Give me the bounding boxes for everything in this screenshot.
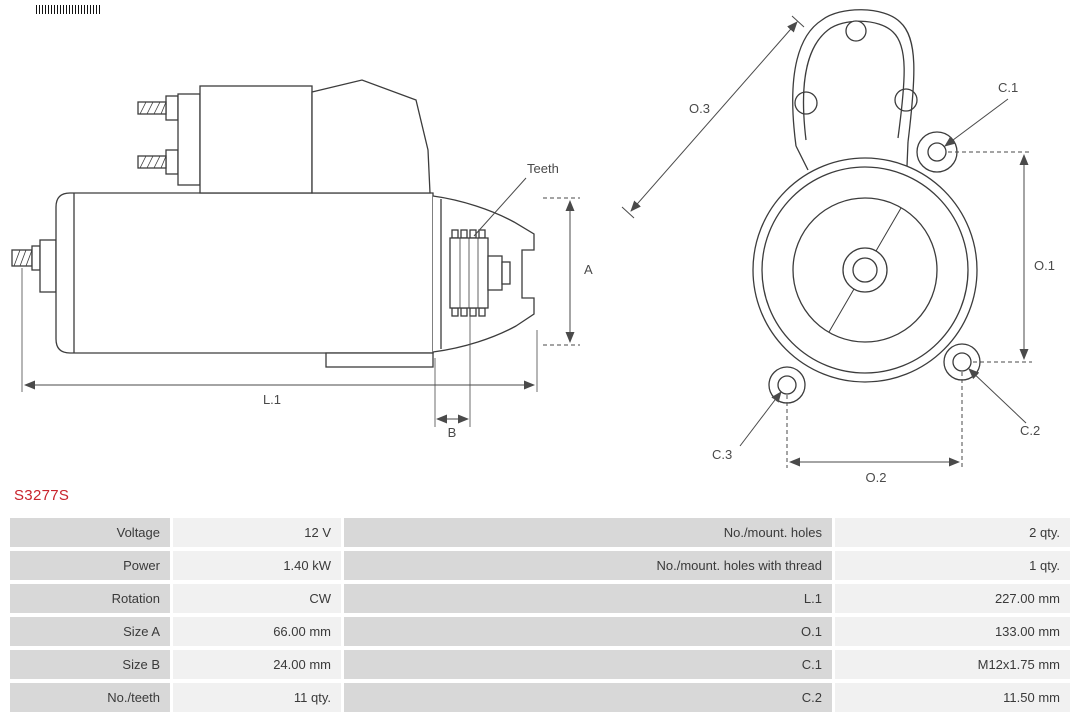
dim-label-teeth: Teeth [527,161,559,176]
front-view-annotations [621,15,1032,468]
spec-label-l1: L.1 [344,584,832,613]
side-view-drawing [11,79,535,368]
spec-label-size-a: Size A [10,617,170,646]
side-terminal-stud [11,239,57,293]
side-view-annotations [21,177,580,427]
dim-label-l1: L.1 [263,392,281,407]
spec-value-size-a: 66.00 mm [173,617,341,646]
dim-label-a: A [584,262,593,277]
dim-label-o2: O.2 [866,470,887,485]
spec-label-voltage: Voltage [10,518,170,547]
shaft-hub [842,247,888,293]
spec-value-rotation: CW [173,584,341,613]
spec-value-l1: 227.00 mm [835,584,1070,613]
drive-housing [311,79,431,194]
part-number: S3277S [14,487,70,504]
spec-label-o1: O.1 [344,617,832,646]
pinion-gear [449,229,511,317]
spec-value-c1: M12x1.75 mm [835,650,1070,679]
spec-value-power: 1.40 kW [173,551,341,580]
spec-value-o1: 133.00 mm [835,617,1070,646]
dim-label-o3: O.3 [689,101,710,116]
dim-label-o1: O.1 [1034,258,1055,273]
spec-label-c2: C.2 [344,683,832,712]
spec-label-teeth: No./teeth [10,683,170,712]
technical-drawing: Teeth A L.1 B [11,9,1055,485]
spec-label-rotation: Rotation [10,584,170,613]
motor-body [55,192,434,368]
spec-value-c2: 11.50 mm [835,683,1070,712]
front-view-drawing [752,9,981,404]
barcode-icon [36,5,102,14]
bracket-hole [845,20,867,42]
dim-label-c2: C.2 [1020,423,1040,438]
spec-table: Voltage 12 V No./mount. holes 2 qty. Pow… [10,518,1070,712]
spec-label-mount-holes-thread: No./mount. holes with thread [344,551,832,580]
spec-label-mount-holes: No./mount. holes [344,518,832,547]
spec-value-mount-holes-thread: 1 qty. [835,551,1070,580]
spec-value-voltage: 12 V [173,518,341,547]
spec-value-size-b: 24.00 mm [173,650,341,679]
mount-hole-c3 [777,375,797,395]
dim-label-c3: C.3 [712,447,732,462]
top-bracket [792,9,918,171]
dim-label-c1: C.1 [998,80,1018,95]
spec-value-teeth: 11 qty. [173,683,341,712]
solenoid [137,85,313,194]
spec-label-c1: C.1 [344,650,832,679]
mount-hole-c2 [952,352,972,372]
mount-hole-c1 [927,142,947,162]
spec-label-power: Power [10,551,170,580]
spec-label-size-b: Size B [10,650,170,679]
dim-label-b: B [448,425,457,440]
spec-value-mount-holes: 2 qty. [835,518,1070,547]
